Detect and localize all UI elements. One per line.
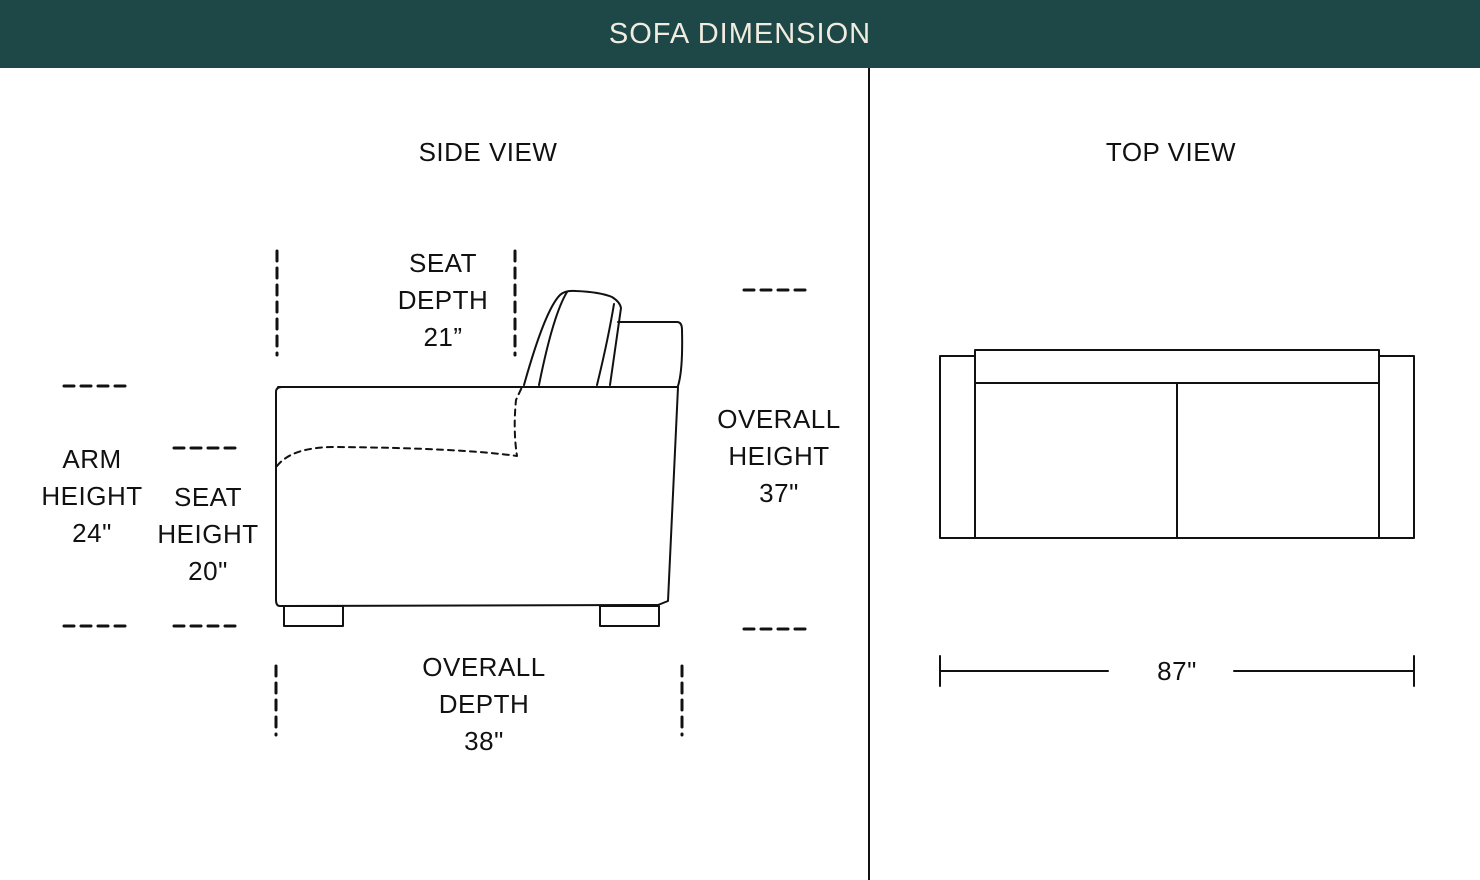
arm-height-label: ARM HEIGHT 24": [22, 441, 162, 552]
sofa-body-outline: [275, 386, 679, 607]
overall-depth-value: 38": [464, 726, 504, 756]
top-view-title: TOP VIEW: [1105, 137, 1237, 167]
seat-height-label: SEAT HEIGHT 20": [138, 479, 278, 590]
view-divider: [868, 68, 870, 880]
overall-depth-line1: OVERALL: [422, 652, 546, 682]
overall-depth-line2: DEPTH: [438, 689, 530, 719]
seat-cushion-dashed: [276, 386, 523, 467]
arm-height-line2: HEIGHT: [41, 481, 143, 511]
arm-height-value: 24": [72, 518, 112, 548]
right-arm: [1378, 355, 1415, 539]
page-title: SOFA DIMENSION: [608, 17, 872, 50]
overall-height-label: OVERALL HEIGHT 37": [704, 401, 854, 512]
overall-depth-label: OVERALL DEPTH 38": [409, 649, 559, 760]
back-cushion-edge: [596, 303, 615, 386]
back-leg: [599, 605, 660, 627]
side-view-title: SIDE VIEW: [418, 137, 558, 167]
side-view-markers: [62, 249, 810, 737]
backrest: [617, 321, 684, 387]
seat-depth-value: 21”: [423, 322, 463, 352]
seat-depth-line2: DEPTH: [397, 285, 489, 315]
seat-depth-label: SEAT DEPTH 21”: [373, 245, 513, 356]
width-dimension-line: [939, 655, 1415, 687]
seat-height-value: 20": [188, 556, 228, 586]
width-value-label: 87": [1157, 656, 1197, 686]
header-bar: SOFA DIMENSION: [0, 0, 1480, 68]
overall-height-line1: OVERALL: [717, 404, 841, 434]
seat-depth-line1: SEAT: [409, 248, 477, 278]
seat-height-line2: HEIGHT: [157, 519, 259, 549]
back-cushion-seam: [538, 291, 568, 386]
back-cushion: [523, 289, 622, 386]
front-leg: [283, 605, 344, 627]
side-view-sofa: [275, 289, 684, 627]
seat-height-line1: SEAT: [174, 482, 242, 512]
top-view-sofa: [939, 349, 1415, 539]
overall-height-value: 37": [759, 478, 799, 508]
arm-height-line1: ARM: [62, 444, 122, 474]
overall-height-line2: HEIGHT: [728, 441, 830, 471]
left-arm: [939, 355, 976, 539]
back-top: [974, 349, 1380, 384]
